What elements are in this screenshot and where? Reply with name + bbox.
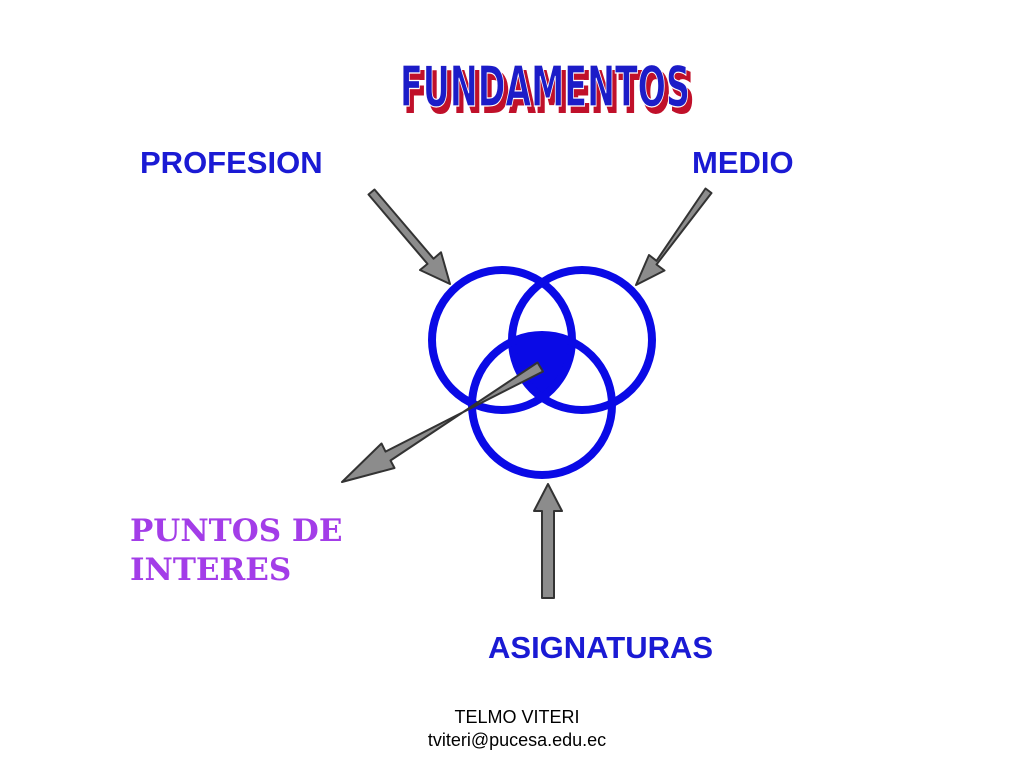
arrow-medio xyxy=(635,187,713,286)
label-asignaturas: ASIGNATURAS xyxy=(488,630,714,665)
arrow-profesion xyxy=(367,188,451,285)
arrow-puntos-de-interes xyxy=(341,361,544,483)
arrow-asignaturas xyxy=(533,483,563,599)
label-medio: MEDIO xyxy=(692,145,794,180)
footer-author: TELMO VITERI xyxy=(454,707,580,727)
footer-email: tviteri@pucesa.edu.ec xyxy=(427,730,607,750)
title-shadow: FUNDAMENTOS xyxy=(404,61,694,120)
title-wordart: FUNDAMENTOS FUNDAMENTOS xyxy=(399,54,695,120)
label-puntos-de-interes: PUNTOS DE INTERES xyxy=(130,513,343,588)
label-profesion: PROFESION xyxy=(140,145,323,180)
page-title: FUNDAMENTOS xyxy=(400,55,690,120)
footer-credits: TELMO VITERI tviteri@pucesa.edu.ec xyxy=(412,706,622,752)
